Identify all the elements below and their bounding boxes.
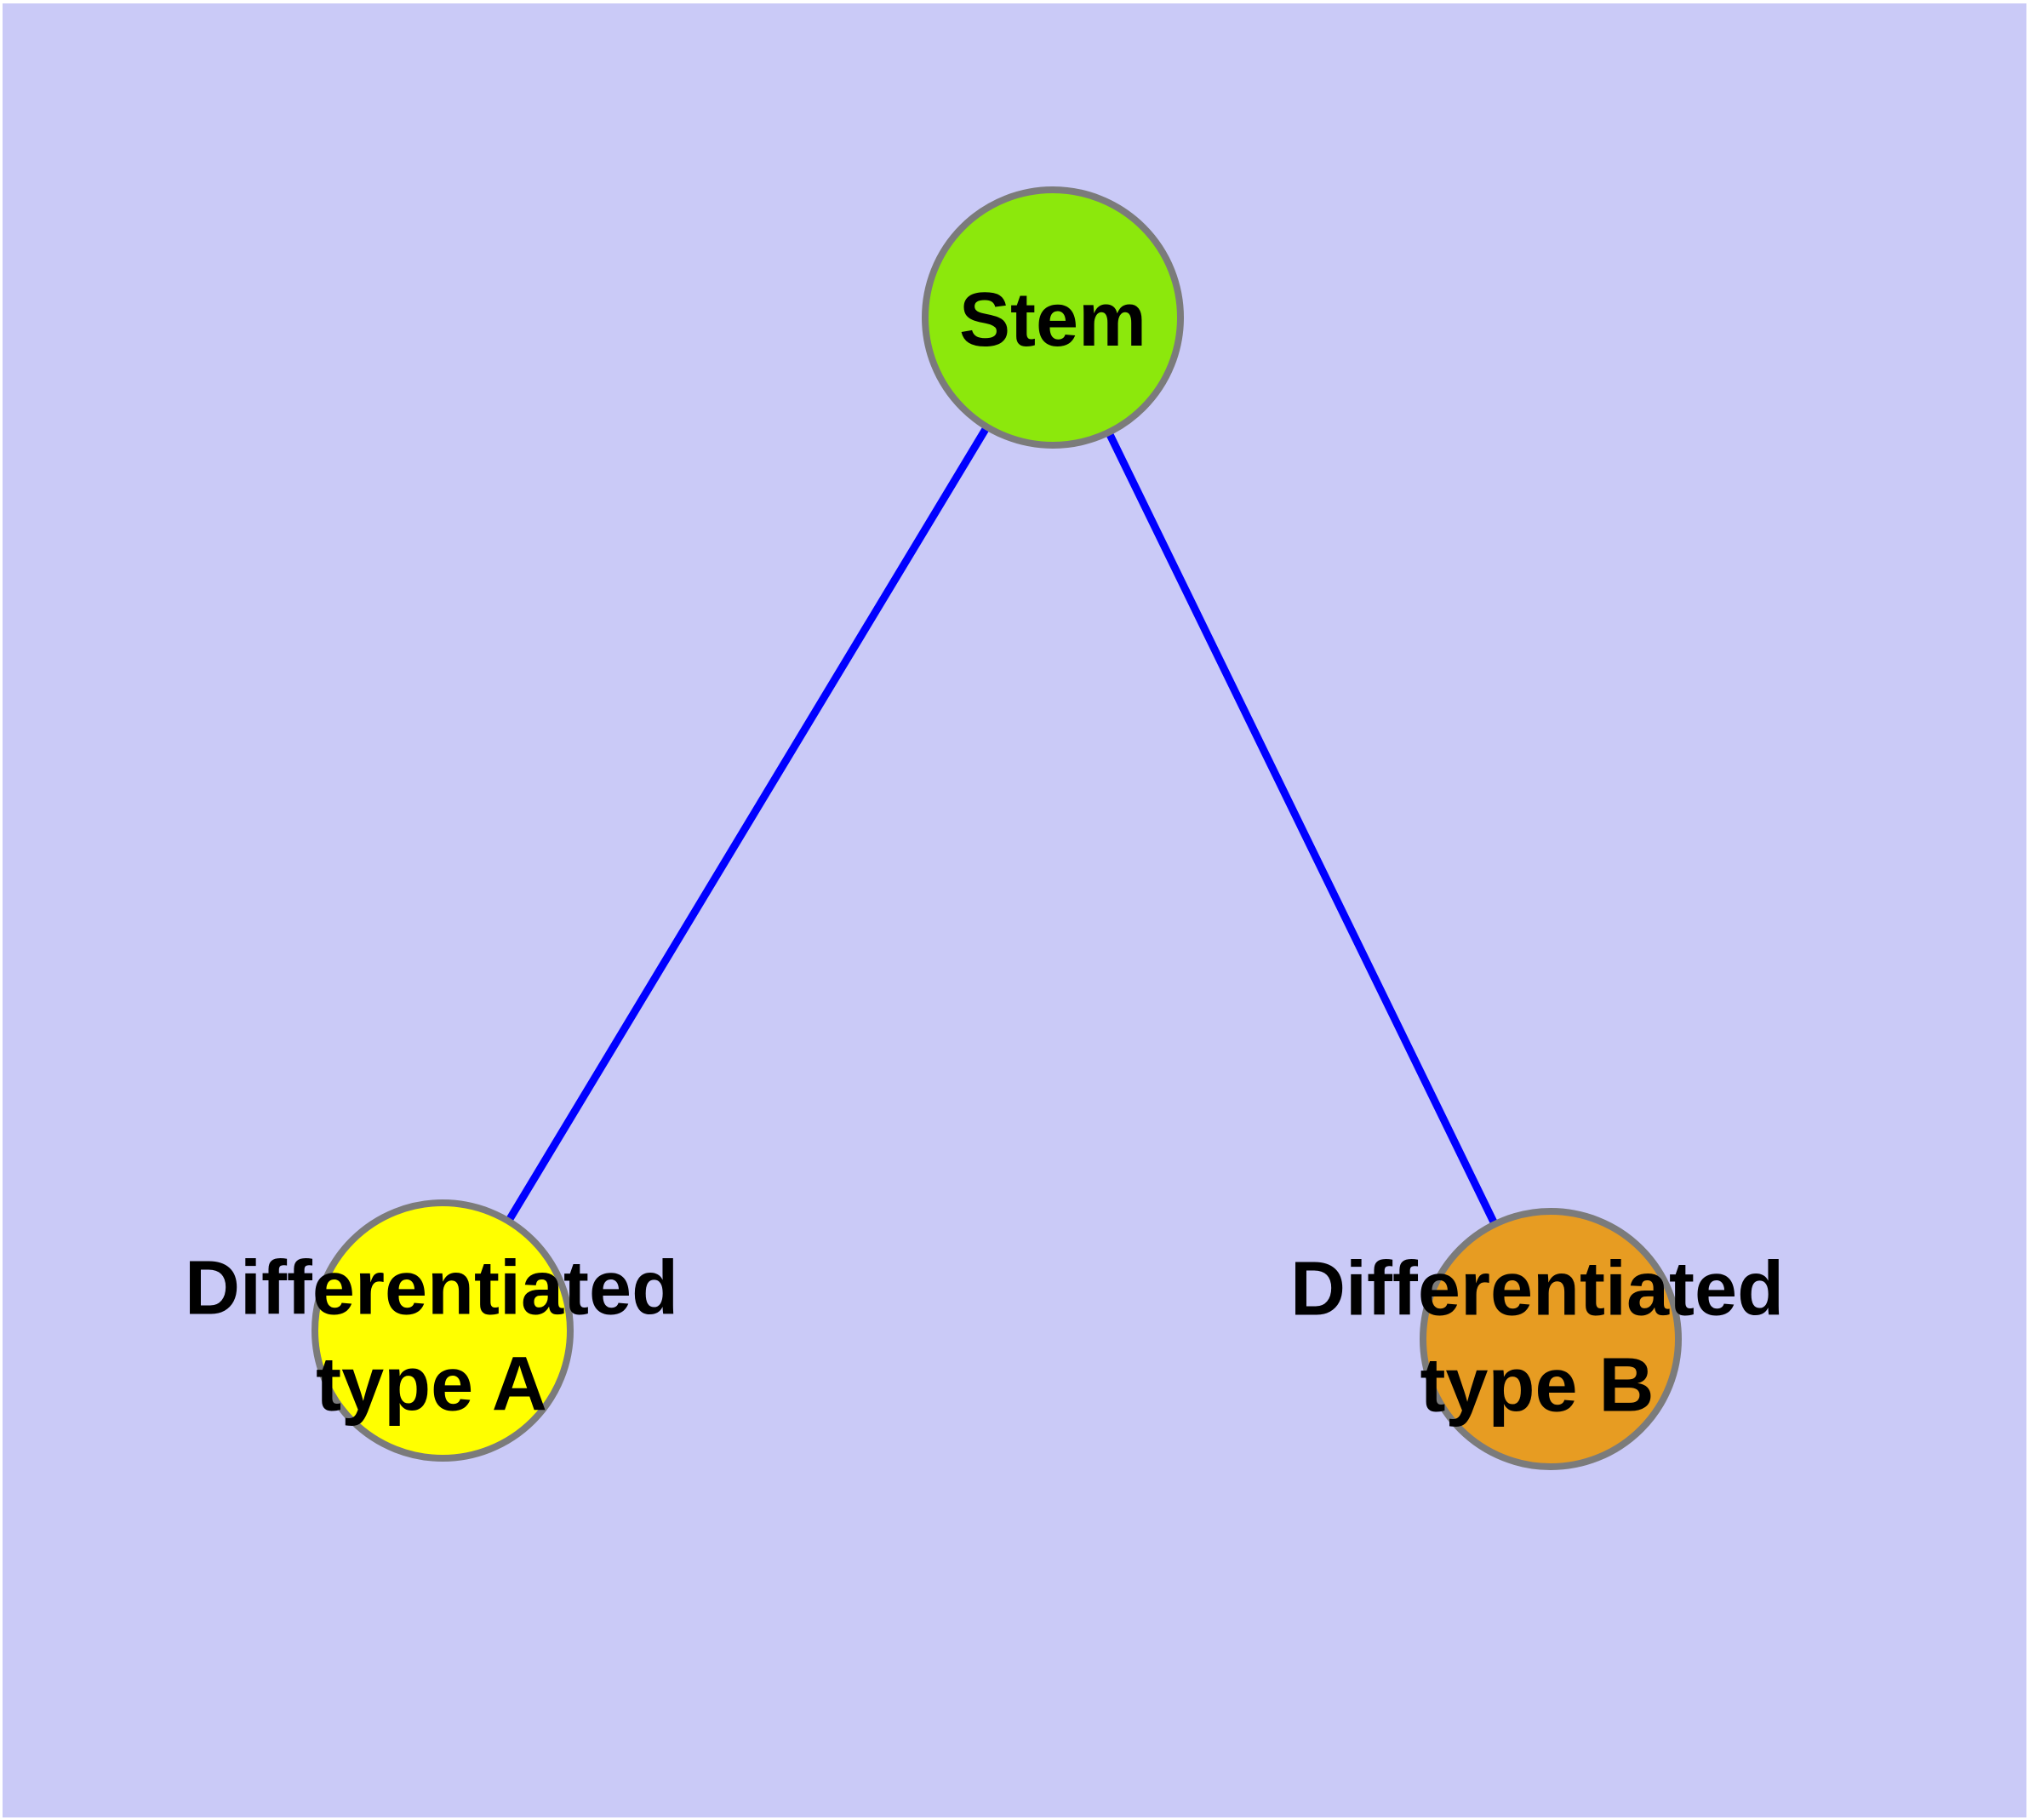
node-type-b-label: Differentiated type B: [1290, 1242, 1784, 1434]
node-type-a-label: Differentiated type A: [185, 1241, 678, 1433]
edge-stem-to-type-a: [439, 315, 1056, 1333]
node-type-a-circle: [311, 1199, 574, 1462]
label-line: type B: [1420, 1342, 1655, 1428]
edge-stem-to-type-b: [1049, 316, 1555, 1341]
label-line: type A: [316, 1342, 547, 1427]
label-line: Differentiated: [1289, 1246, 1785, 1332]
label-line: Stem: [958, 277, 1147, 363]
node-stem-label: Stem: [959, 272, 1146, 369]
node-type-b-circle: [1420, 1208, 1682, 1470]
node-stem-circle: [922, 186, 1184, 449]
label-line: Differentiated: [184, 1245, 679, 1331]
